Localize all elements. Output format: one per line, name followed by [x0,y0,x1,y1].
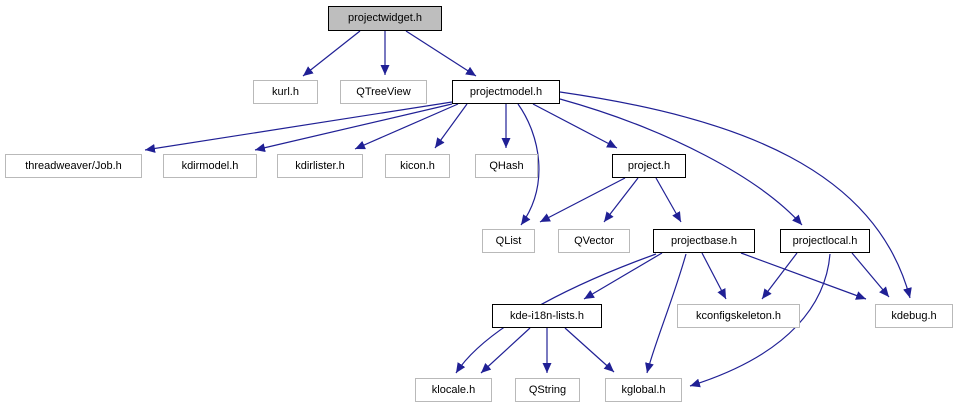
edge-projectmodel_h-kdebug_h [559,91,912,299]
node-projectmodel_h[interactable]: projectmodel.h [452,80,560,104]
node-qstring: QString [515,378,580,402]
edge-projectmodel_h-threadweaver_job_h [144,101,453,153]
edge-projectmodel_h-kdirmodel_h [254,103,453,153]
node-qhash: QHash [475,154,538,178]
node-projectwidget_h: projectwidget.h [328,6,442,31]
edge-project_h-qlist [539,177,626,223]
node-qlist: QList [482,229,535,253]
node-kurl_h: kurl.h [253,80,318,104]
edge-projectmodel_h-projectlocal_h [559,98,803,226]
edge-project_h-qvector [603,177,639,223]
node-klocale_h: klocale.h [415,378,492,402]
edge-projectlocal_h-kdebug_h [851,252,890,298]
edge-projectwidget_h-projectmodel_h [405,30,477,77]
node-project_h[interactable]: project.h [612,154,686,178]
edge-projectmodel_h-qlist [517,103,540,226]
edge-projectbase_h-kglobal_h [645,253,687,374]
node-qtreeview: QTreeView [340,80,427,104]
node-threadweaver_job_h: threadweaver/Job.h [5,154,142,178]
edge-projectmodel_h-kdirlister_h [354,103,459,150]
node-projectbase_h[interactable]: projectbase.h [653,229,755,253]
node-kdebug_h: kdebug.h [875,304,953,328]
edge-projectbase_h-kdebug_h [740,252,867,300]
node-kde_i18n_lists_h[interactable]: kde-i18n-lists.h [492,304,602,328]
edge-projectbase_h-kde_i18n_lists_h [583,252,663,300]
node-kglobal_h: kglobal.h [605,378,682,402]
node-qvector: QVector [558,229,630,253]
node-kicon_h: kicon.h [385,154,450,178]
edge-projectmodel_h-kicon_h [434,103,468,149]
node-kdirmodel_h: kdirmodel.h [163,154,257,178]
edge-projectwidget_h-kurl_h [302,30,361,77]
edge-projectmodel_h-project_h [532,103,618,149]
node-projectlocal_h[interactable]: projectlocal.h [780,229,870,253]
node-kconfigskeleton_h: kconfigskeleton.h [677,304,800,328]
node-kdirlister_h: kdirlister.h [277,154,363,178]
edge-projectlocal_h-kconfigskeleton_h [761,252,798,300]
edge-project_h-projectbase_h [655,177,682,223]
edge-kde_i18n_lists_h-klocale_h [480,327,531,374]
edge-kde_i18n_lists_h-kglobal_h [564,327,615,373]
edge-projectbase_h-kconfigskeleton_h [701,252,727,300]
